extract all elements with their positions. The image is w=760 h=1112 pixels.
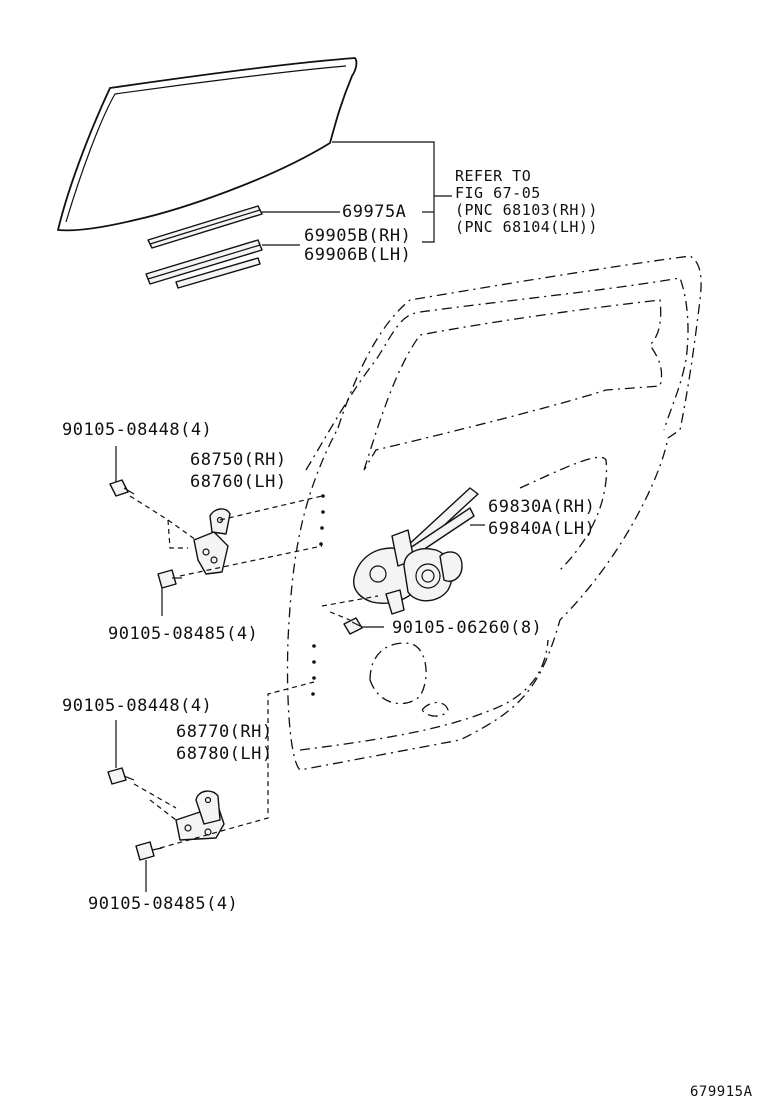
part-label-90105-08485-lower: 90105-08485(4) — [88, 894, 239, 914]
reference-line-4: (PNC 68104(LH)) — [455, 218, 598, 236]
part-label-68780: 68780(LH) — [176, 744, 273, 764]
lower-hinge-bolts — [107, 720, 163, 892]
door-panel-outline — [286, 255, 702, 771]
belt-moulding-69975A — [147, 205, 263, 249]
hinge-mount-holes — [311, 494, 325, 696]
reference-line-1: REFER TO — [455, 167, 532, 185]
reference-line-3: (PNC 68103(RH)) — [455, 201, 598, 219]
upper-hinge-bolts — [109, 446, 182, 616]
part-label-90105-08448-upper: 90105-08448(4) — [62, 420, 213, 440]
part-label-69906B: 69906B(LH) — [304, 245, 412, 265]
reference-bracket — [262, 141, 452, 246]
part-label-90105-08485-upper: 90105-08485(4) — [108, 624, 259, 644]
part-label-90105-06260: 90105-06260(8) — [392, 618, 543, 638]
window-regulator-assembly — [353, 487, 479, 615]
part-label-90105-08448-lower: 90105-08448(4) — [62, 696, 213, 716]
speaker-opening — [369, 642, 449, 717]
part-label-69905B: 69905B(RH) — [304, 226, 412, 246]
part-label-68750: 68750(RH) — [190, 450, 287, 470]
part-label-69840A: 69840A(LH) — [488, 519, 596, 539]
reference-line-2: FIG 67-05 — [455, 184, 541, 202]
weatherstrip-69905B — [145, 239, 263, 289]
regulator-leaders — [321, 524, 485, 628]
upper-hinge — [129, 495, 323, 577]
part-label-69975A: 69975A — [342, 202, 407, 222]
lower-hinge — [133, 681, 315, 849]
figure-id: 679915A — [690, 1084, 753, 1100]
part-label-68770: 68770(RH) — [176, 722, 273, 742]
part-label-68760: 68760(LH) — [190, 472, 287, 492]
bolt-90105-06260 — [343, 617, 363, 635]
door-glass — [57, 57, 358, 232]
part-label-69830A: 69830A(RH) — [488, 497, 596, 517]
